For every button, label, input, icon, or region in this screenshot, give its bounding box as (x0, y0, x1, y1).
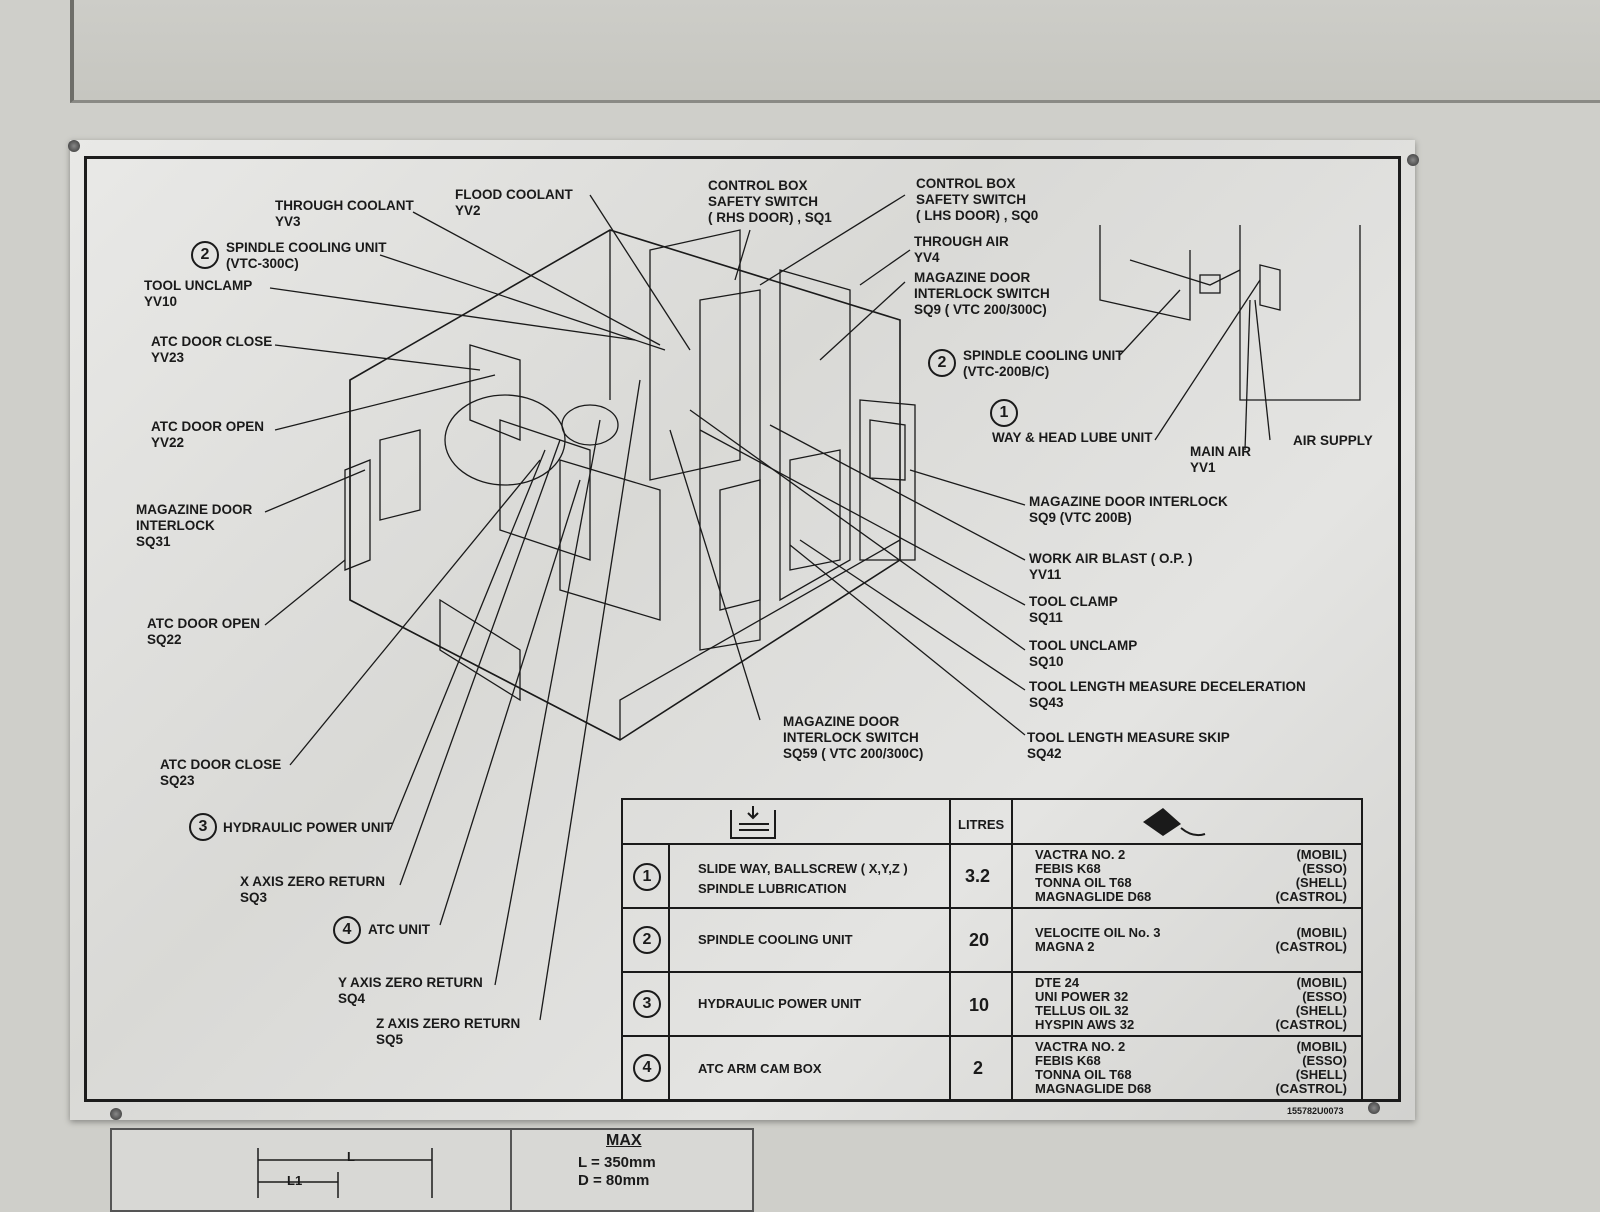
row-4-item: ATC ARM CAM BOX (698, 1061, 822, 1076)
circle-number-2: 2 (191, 241, 219, 269)
row-1-brands: (MOBIL)(ESSO)(SHELL)(CASTROL) (1275, 847, 1348, 904)
row-2-brands: (MOBIL)(CASTROL) (1275, 925, 1348, 954)
lower-spec-plate: L L1 MAX L = 350mm D = 80mm (110, 1128, 754, 1212)
screw-icon (1407, 154, 1419, 166)
row-4-brands: (MOBIL)(ESSO)(SHELL)(CASTROL) (1275, 1039, 1348, 1096)
screw-icon (68, 140, 80, 152)
label-spindle-cooling-300c: SPINDLE COOLING UNIT(VTC-300C) (226, 240, 387, 271)
row-2-item: SPINDLE COOLING UNIT (698, 932, 853, 947)
row-3-item: HYDRAULIC POWER UNIT (698, 996, 862, 1011)
cabinet-upper-panel (70, 0, 1600, 103)
max-l-value: L = 350mm (578, 1154, 656, 1171)
lubrication-table: LITRES 1 SLIDE WAY, BALLSCREW ( X,Y,Z )S… (621, 798, 1363, 1102)
row-number-1: 1 (633, 863, 661, 891)
screw-icon (110, 1108, 122, 1120)
row-number-3: 3 (633, 990, 661, 1018)
row-1-item: SLIDE WAY, BALLSCREW ( X,Y,Z )SPINDLE LU… (698, 861, 908, 896)
circle-number-2: 2 (928, 349, 956, 377)
dimension-l-label: L (347, 1149, 355, 1164)
part-number: 155782U0073 (1287, 1106, 1344, 1116)
row-number-2: 2 (633, 926, 661, 954)
label-air-supply: AIR SUPPLY (1293, 433, 1373, 448)
table-grid (623, 800, 1361, 1100)
row-number-4: 4 (633, 1054, 661, 1082)
screw-icon (1368, 1102, 1380, 1114)
label-spindle-cooling-200bc: SPINDLE COOLING UNIT(VTC-200B/C) (963, 348, 1124, 379)
row-3-litres: 10 (969, 995, 990, 1015)
litres-header: LITRES (958, 817, 1005, 832)
row-3-brands: (MOBIL)(ESSO)(SHELL)(CASTROL) (1275, 975, 1348, 1032)
row-4-litres: 2 (973, 1058, 984, 1078)
max-d-value: D = 80mm (578, 1172, 650, 1189)
oil-can-icon (1143, 808, 1206, 837)
circle-number-4: 4 (333, 916, 361, 944)
label-way-head-lube: WAY & HEAD LUBE UNIT (992, 430, 1153, 445)
divider (510, 1130, 512, 1210)
dimension-drawing (257, 1148, 433, 1198)
row-1-litres: 3.2 (965, 866, 991, 886)
label-hydraulic-power-unit: HYDRAULIC POWER UNIT (223, 820, 393, 835)
label-work-air-blast: WORK AIR BLAST ( O.P. )YV11 (1029, 551, 1193, 582)
circle-number-1: 1 (990, 399, 1018, 427)
oil-tank-icon (730, 806, 776, 839)
dimension-l1-label: L1 (287, 1173, 303, 1188)
row-2-litres: 20 (969, 930, 990, 950)
circle-number-3: 3 (189, 813, 217, 841)
max-heading: MAX (606, 1132, 642, 1149)
label-atc-unit: ATC UNIT (368, 922, 430, 937)
